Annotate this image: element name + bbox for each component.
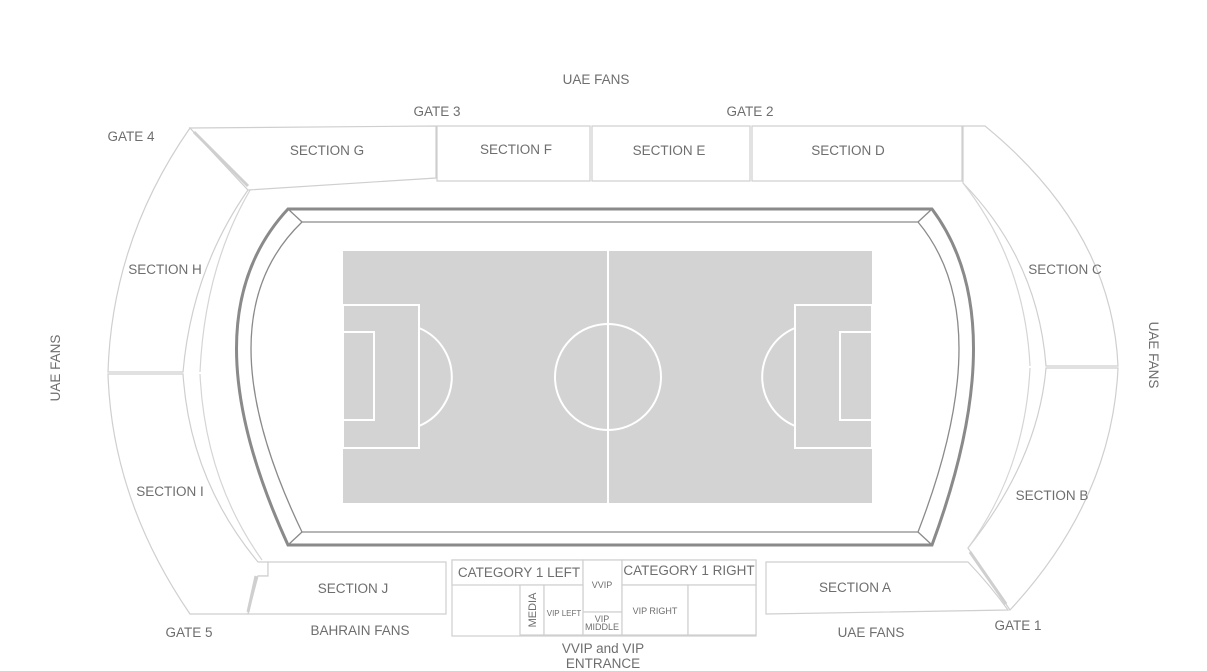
section-c-area[interactable] <box>962 125 1119 367</box>
right-goal-box <box>839 331 873 421</box>
section-f-area[interactable] <box>436 125 591 182</box>
category-1-right-area[interactable] <box>621 559 757 586</box>
section-h-inner-ring <box>199 181 256 373</box>
uae-fans-right-label: UAE FANS <box>1146 322 1161 389</box>
gate-5-label: GATE 5 <box>165 625 212 640</box>
category-1-left-area[interactable] <box>451 559 584 586</box>
left-goal-box <box>342 331 375 421</box>
section-b-label: SECTION B <box>1016 488 1089 503</box>
vip-middle-label-line1: VIP <box>595 614 610 624</box>
gate-2-label: GATE 2 <box>726 104 773 119</box>
vip-block <box>451 559 757 637</box>
track-corner-tl <box>287 208 303 223</box>
category-1-right-lower-area[interactable] <box>687 584 757 636</box>
section-f-label: SECTION F <box>480 142 552 157</box>
uae-fans-bottom-label: UAE FANS <box>838 625 905 640</box>
section-i-inner-ring <box>199 373 263 561</box>
section-d-label: SECTION D <box>811 143 885 158</box>
uae-fans-left-label: UAE FANS <box>48 335 63 402</box>
bahrain-fans-label: BAHRAIN FANS <box>310 623 409 638</box>
gate-1-label: GATE 1 <box>994 618 1041 633</box>
vvip-label: VVIP <box>592 580 613 590</box>
category-1-left-label: CATEGORY 1 LEFT <box>458 565 580 580</box>
uae-fans-top-label: UAE FANS <box>563 72 630 87</box>
section-g-area[interactable] <box>188 125 437 191</box>
vip-left-label: VIP LEFT <box>547 609 582 618</box>
section-e-label: SECTION E <box>633 143 706 158</box>
gate-4-label: GATE 4 <box>107 129 155 144</box>
vip-left-area[interactable] <box>543 584 584 636</box>
left-penalty-arc <box>418 327 453 427</box>
vvip-entrance-label-line2: ENTRANCE <box>566 656 640 671</box>
media-area[interactable] <box>519 584 545 636</box>
section-h-area[interactable] <box>107 127 249 373</box>
stadium-bowl <box>235 207 975 547</box>
section-a-area[interactable] <box>765 561 1010 615</box>
right-penalty-arc <box>761 327 796 427</box>
vvip-area[interactable] <box>582 559 623 613</box>
section-j-area[interactable] <box>247 561 447 615</box>
category-1-right-label: CATEGORY 1 RIGHT <box>623 563 754 578</box>
section-a-label: SECTION A <box>819 580 891 595</box>
outer-seating-sections <box>107 125 1119 615</box>
section-i-label: SECTION I <box>136 484 204 499</box>
gate-5-marker <box>246 575 258 613</box>
section-h-label: SECTION H <box>128 262 202 277</box>
track-corner-br <box>917 531 933 546</box>
track-corner-tr <box>917 208 933 223</box>
media-label: MEDIA <box>527 592 539 628</box>
vip-middle-label-line2: MIDDLE <box>585 622 619 632</box>
gate-3-label: GATE 3 <box>413 104 460 119</box>
section-b-area[interactable] <box>967 367 1119 611</box>
vip-right-label: VIP RIGHT <box>633 606 678 616</box>
labels: UAE FANS GATE 3 GATE 2 GATE 4 GATE 5 GAT… <box>48 72 1161 671</box>
gate-1-marker <box>968 551 1008 605</box>
vip-right-area[interactable] <box>621 584 689 636</box>
section-b-inner-ring <box>967 367 1031 549</box>
gate-4-marker <box>192 130 250 188</box>
section-e-area[interactable] <box>591 125 751 182</box>
section-c-label: SECTION C <box>1028 262 1102 277</box>
section-j-label: SECTION J <box>318 581 389 596</box>
vvip-entrance-label-line1: VVIP and VIP <box>562 641 644 656</box>
section-g-label: SECTION G <box>290 143 364 158</box>
section-d-area[interactable] <box>751 125 963 182</box>
centre-circle <box>554 323 662 431</box>
track-corner-bl <box>287 531 303 546</box>
section-c-inner-ring <box>962 182 1031 367</box>
football-pitch <box>342 251 873 503</box>
